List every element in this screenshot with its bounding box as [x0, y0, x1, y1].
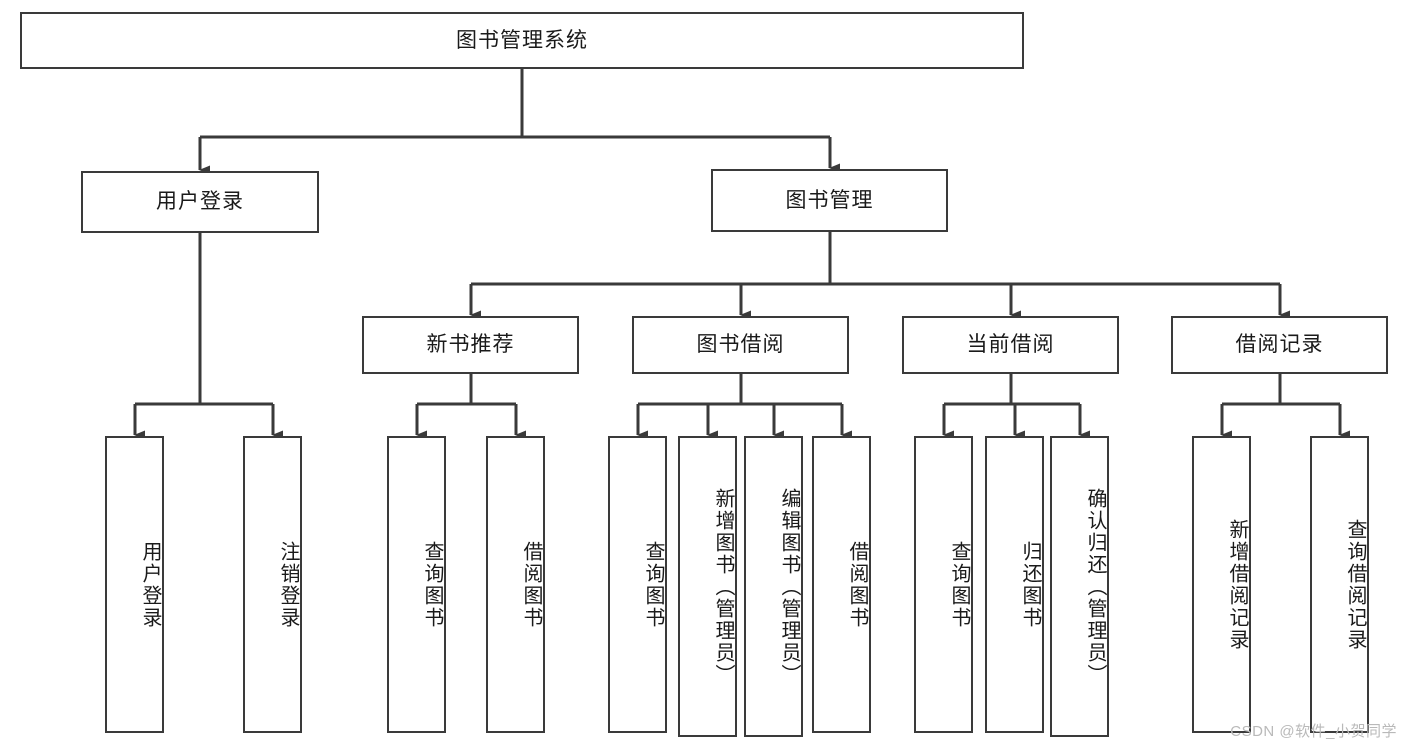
node-label: 图书管理系统 [456, 28, 588, 52]
leaf-logout[interactable]: 注销登录 [243, 436, 302, 733]
node-root[interactable]: 图书管理系统 [20, 12, 1024, 69]
node-new-book-recommendation[interactable]: 新书推荐 [362, 316, 579, 374]
node-label: 图书管理 [785, 188, 874, 212]
node-label: 确认归还（管理员） [1084, 487, 1106, 686]
leaf-query-books-new[interactable]: 查询图书 [387, 436, 446, 733]
node-label: 新增借阅记录 [1226, 518, 1248, 651]
node-book-borrowing[interactable]: 图书借阅 [632, 316, 849, 374]
leaf-confirm-return-admin[interactable]: 确认归还（管理员） [1050, 436, 1109, 737]
node-label: 查询图书 [642, 540, 664, 629]
node-label: 借阅图书 [846, 540, 868, 629]
node-label: 注销登录 [277, 540, 299, 629]
csdn-watermark: CSDN @软件_小贺同学 [1230, 723, 1397, 740]
node-current-borrowing[interactable]: 当前借阅 [902, 316, 1119, 374]
node-label: 新增图书（管理员） [712, 487, 734, 686]
leaf-add-book-admin[interactable]: 新增图书（管理员） [678, 436, 737, 737]
node-label: 用户登录 [139, 540, 161, 629]
node-label: 新书推荐 [426, 333, 515, 357]
leaf-edit-book-admin[interactable]: 编辑图书（管理员） [744, 436, 803, 737]
node-label: 图书借阅 [696, 333, 785, 357]
node-label: 当前借阅 [966, 333, 1055, 357]
node-label: 归还图书 [1019, 540, 1041, 629]
node-book-management[interactable]: 图书管理 [711, 169, 948, 232]
leaf-query-borrow-record[interactable]: 查询借阅记录 [1310, 436, 1369, 733]
node-label: 编辑图书（管理员） [778, 487, 800, 686]
node-label: 查询图书 [948, 540, 970, 629]
leaf-add-borrow-record[interactable]: 新增借阅记录 [1192, 436, 1251, 733]
node-label: 查询图书 [421, 540, 443, 629]
leaf-query-books-current[interactable]: 查询图书 [914, 436, 973, 733]
leaf-borrow-books[interactable]: 借阅图书 [812, 436, 871, 733]
node-label: 借阅记录 [1235, 333, 1324, 357]
node-label: 借阅图书 [520, 540, 542, 629]
node-label: 查询借阅记录 [1344, 518, 1366, 651]
leaf-user-login[interactable]: 用户登录 [105, 436, 164, 733]
node-borrowing-records[interactable]: 借阅记录 [1171, 316, 1388, 374]
node-user-login[interactable]: 用户登录 [81, 171, 319, 233]
node-label: 用户登录 [156, 190, 244, 214]
leaf-query-books-borrow[interactable]: 查询图书 [608, 436, 667, 733]
leaf-return-books[interactable]: 归还图书 [985, 436, 1044, 733]
leaf-borrow-books-new[interactable]: 借阅图书 [486, 436, 545, 733]
